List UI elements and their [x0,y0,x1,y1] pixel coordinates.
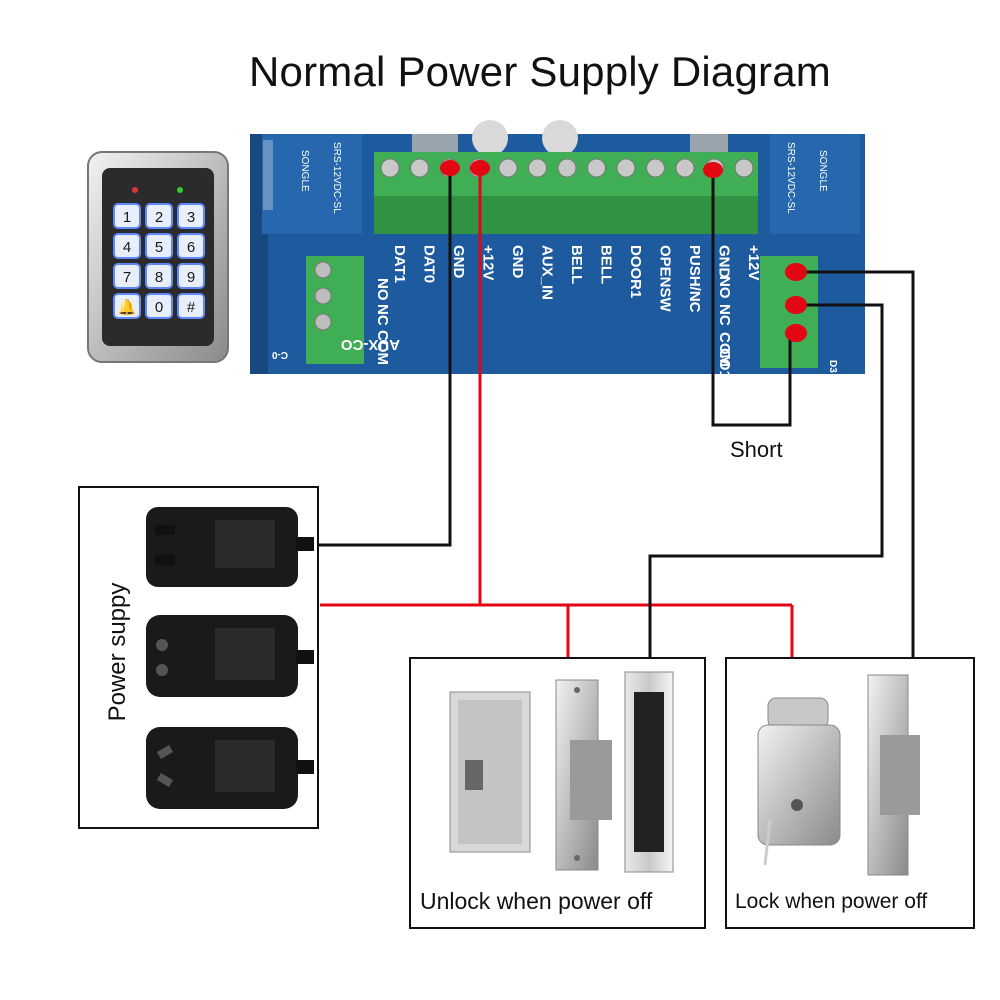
terminal-label: +12V [745,245,762,280]
wire-black-no [796,270,915,658]
terminal-screw [675,158,695,178]
wire-short [711,168,792,427]
terminal-screw [410,158,429,178]
keypad-key [177,233,205,259]
right-board-id: D3 [827,360,838,373]
wire-black-gnd [318,168,452,547]
right-relay [770,134,860,234]
keypad: 1 2 3 4 5 6 7 8 9 🔔 0 # [87,151,229,363]
terminal-label: PUSH/NC [686,245,703,313]
keypad-key [145,203,173,229]
terminal-label: OPENSW [657,245,674,313]
keypad-key [145,293,173,319]
buzzer-right [542,120,578,156]
keypad-key-label: # [187,299,196,316]
terminal-label: GND [716,245,733,279]
keypad-key-label: 8 [155,269,163,286]
terminal-screw [380,158,400,178]
keypad-key-label: 7 [123,269,131,286]
unlock-caption: Unlock when power off [420,888,653,914]
keypad-key [177,263,205,289]
keypad-key [145,263,173,289]
magnetic-lock [624,671,674,873]
left-relay-label: COM [374,330,391,365]
keypad-key-label: 1 [123,209,131,226]
buzzer-left [472,120,508,156]
bolt-lock [449,691,531,853]
keypad-key-label: 2 [155,209,163,226]
terminal-screw [646,158,665,178]
right-relay-model: SRS-12VDC-SL [785,142,796,214]
right-relay-name: CO1 [716,348,733,379]
keypad-key [113,233,141,259]
strike-lock-2 [867,674,920,876]
terminal-label: BELL [568,245,585,284]
terminal-screw [734,158,754,178]
left-relay-model: SRS-12VDC-SL [331,142,342,214]
terminal-screw [498,158,518,178]
wire-black-nc [648,303,884,658]
diagram-title: Normal Power Supply Diagram [249,48,831,95]
terminal-label: DAT0 [421,245,438,283]
lock-devices-box [725,657,975,929]
keypad-key [113,203,141,229]
keypad-key-label: 9 [187,269,195,286]
strike-lock-1 [555,679,612,871]
unlock-devices-box [409,657,706,929]
left-relay [262,134,362,234]
keypad-key [145,233,173,259]
terminal-label: DOOR1 [627,245,644,298]
terminal-label: BELL [598,245,615,284]
terminal-screw [528,158,547,178]
terminal-label: +12V [480,245,497,280]
connection-points [440,160,807,342]
keypad-key [177,293,205,319]
keypad-key-label: 6 [187,239,195,256]
adapter-eu [146,615,314,697]
keypad-key [113,293,141,319]
top-terminal-block [374,152,758,234]
right-relay-label: COM [716,332,733,367]
left-relay-brand: SONGLE [299,150,310,192]
power-supply-label: Power suppy [104,582,131,722]
left-relay-name: AUX-CO [341,336,400,353]
terminal-label: GND [509,245,526,279]
short-label: Short [730,437,783,462]
keypad-key [113,263,141,289]
keypad-key-label: 0 [155,299,163,316]
lock-caption: Lock when power off [735,890,928,913]
keypad-key-label: 🔔 [118,298,137,316]
keypad-key-label: 3 [187,209,195,226]
power-supply-box [78,486,319,829]
terminal-label: AUX_IN [539,245,556,300]
terminal-screw [557,158,577,178]
terminal-label: GND [450,245,467,279]
keypad-key [177,203,205,229]
left-relay-label: NC [374,304,391,326]
right-relay-label: NO [716,276,733,299]
right-relay-brand: SONGLE [817,150,828,192]
keypad-key-label: 4 [123,239,131,256]
keypad-key-label: 5 [155,239,163,256]
left-board-id: C-0 [271,349,288,360]
right-relay-label: NC [716,304,733,326]
adapter-au [146,727,314,809]
electric-rim-lock [757,697,841,866]
adapter-us [146,507,314,587]
left-relay-label: NO [374,278,391,301]
terminal-screw [616,158,636,178]
left-relay-terminal [306,256,364,364]
terminal-screw [587,158,606,178]
terminal-label: DAT1 [391,245,408,283]
